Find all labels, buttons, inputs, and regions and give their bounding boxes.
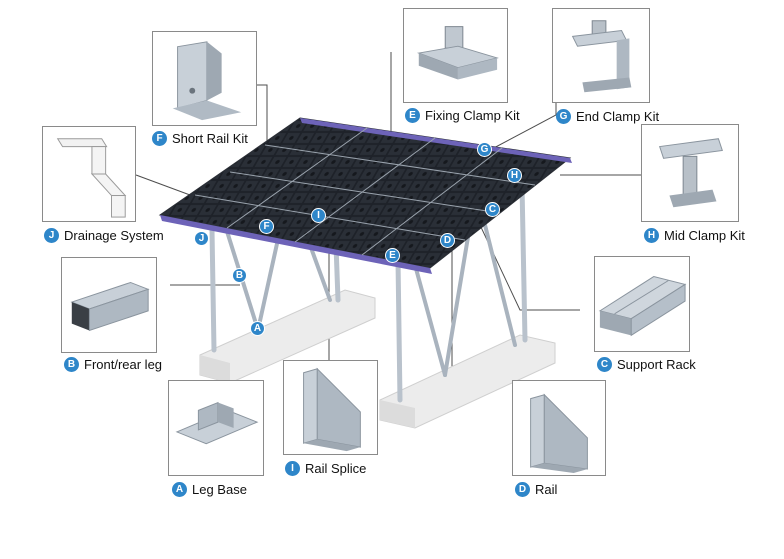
mid-clamp-kit-image (641, 124, 739, 222)
leg-base-label: A Leg Base (172, 482, 247, 497)
rail-splice-label: I Rail Splice (285, 461, 366, 476)
fixing-clamp-kit-image (403, 8, 508, 103)
badge-b: B (64, 357, 79, 372)
front-rear-leg-label: B Front/rear leg (64, 357, 162, 372)
rail-label: D Rail (515, 482, 557, 497)
marker-a: A (250, 321, 265, 336)
legs (209, 182, 528, 403)
drainage-system-label: J Drainage System (44, 228, 164, 243)
marker-d: D (440, 233, 455, 248)
badge-d: D (515, 482, 530, 497)
end-clamp-kit-label: G End Clamp Kit (556, 109, 659, 124)
badge-j: J (44, 228, 59, 243)
marker-h: H (507, 168, 522, 183)
short-rail-kit-label: F Short Rail Kit (152, 131, 248, 146)
front-rear-leg-image (61, 257, 157, 353)
rail-image (512, 380, 606, 476)
marker-f: F (259, 219, 274, 234)
marker-j: J (194, 231, 209, 246)
short-rail-kit-image (152, 31, 257, 126)
badge-c: C (597, 357, 612, 372)
badge-g: G (556, 109, 571, 124)
rail-splice-image (283, 360, 378, 455)
mid-clamp-kit-label: H Mid Clamp Kit (644, 228, 745, 243)
badge-f: F (152, 131, 167, 146)
marker-b: B (232, 268, 247, 283)
marker-i: I (311, 208, 326, 223)
concrete-footings (199, 289, 556, 429)
leg-base-image (168, 380, 264, 476)
drainage-system-image (42, 126, 136, 222)
marker-e: E (385, 248, 400, 263)
badge-e: E (405, 108, 420, 123)
badge-i: I (285, 461, 300, 476)
marker-c: C (485, 202, 500, 217)
badge-a: A (172, 482, 187, 497)
fixing-clamp-kit-label: E Fixing Clamp Kit (405, 108, 520, 123)
badge-h: H (644, 228, 659, 243)
support-rack-image (594, 256, 690, 352)
support-rack-label: C Support Rack (597, 357, 696, 372)
marker-g: G (477, 142, 492, 157)
end-clamp-kit-image (552, 8, 650, 103)
